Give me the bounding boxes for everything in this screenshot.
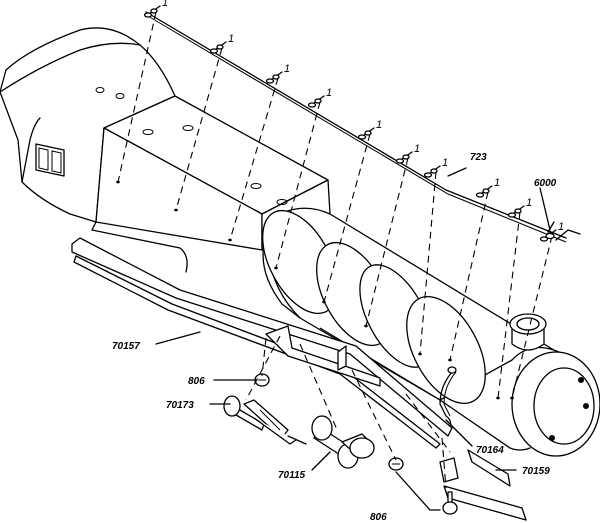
assembly-line	[323, 133, 371, 303]
callout-723: 723	[470, 152, 487, 163]
callout-70157: 70157	[112, 341, 140, 352]
leader-lines	[155, 167, 551, 511]
running-board-70157	[71, 237, 453, 449]
smokestack-icon	[509, 313, 547, 351]
callout-70164: 70164	[476, 445, 504, 456]
mounting-hole-icon	[174, 208, 178, 212]
stanchion-quantity-label: 1	[526, 197, 532, 209]
callout-806-lower: 806	[370, 512, 387, 523]
mounting-hole-icon	[448, 358, 452, 362]
assembly-line	[245, 335, 281, 401]
assembly-line	[405, 393, 451, 453]
callout-6000: 6000	[534, 178, 557, 189]
screw-806-middle-icon	[388, 457, 404, 471]
smoke-unit-70115	[311, 415, 375, 469]
stanchion-icon	[209, 41, 227, 54]
mounting-hole-icon	[418, 352, 422, 356]
mounting-hole-icon	[496, 396, 500, 400]
stanchion-quantity-label: 1	[326, 87, 332, 99]
boiler	[262, 207, 591, 451]
callout-70159: 70159	[522, 466, 550, 477]
assembly-line	[175, 47, 223, 211]
stanchion-quantity-label: 1	[414, 143, 420, 155]
assembly-line	[299, 343, 339, 433]
mounting-hole-icon	[274, 266, 278, 270]
mounting-hole-icon	[510, 396, 514, 400]
stanchion-icon	[507, 205, 525, 218]
stanchion-quantity-label: 1	[558, 221, 564, 233]
callout-70115: 70115	[278, 470, 306, 481]
assembly-line	[449, 191, 489, 361]
stanchion-quantity-label: 1	[284, 63, 290, 75]
stanchion-6000-icon	[545, 221, 555, 240]
smokebox-front	[511, 351, 600, 457]
assembly-line	[441, 437, 447, 489]
boiler-band	[406, 295, 486, 405]
stanchion-icon	[395, 151, 413, 164]
assembly-line	[117, 11, 157, 183]
assembly-line	[229, 77, 279, 241]
stanchion-icon	[265, 71, 283, 84]
stanchion-quantity-label: 1	[228, 33, 234, 45]
assembly-line	[261, 337, 267, 377]
assembly-line	[351, 369, 397, 461]
frame-bracket	[265, 325, 381, 387]
stanchion-icon	[423, 165, 441, 178]
stanchion-quantity-label: 1	[376, 119, 382, 131]
assembly-line	[511, 235, 553, 399]
stanchion-quantity-label: 1	[162, 0, 168, 9]
stanchion-icon	[475, 185, 493, 198]
stanchion-icon	[357, 127, 375, 140]
assembly-lines	[116, 11, 553, 489]
assembly-line	[419, 171, 437, 355]
callout-806-upper: 806	[188, 376, 205, 387]
stanchion-icon	[307, 95, 325, 108]
assembly-line	[497, 211, 521, 399]
mount-bracket-70164	[439, 366, 457, 427]
locomotive-cab	[0, 27, 176, 223]
boiler-bands	[262, 209, 486, 405]
mounting-hole-icon	[364, 324, 368, 328]
motor-assembly-70173	[223, 395, 307, 445]
mounting-hole-icon	[228, 238, 232, 242]
cab-window-icon	[35, 143, 65, 177]
callout-70173: 70173	[166, 400, 194, 411]
mounting-hole-icon	[322, 300, 326, 304]
screw-806-lower-icon	[442, 491, 458, 515]
handrail-wire-723	[145, 11, 581, 243]
mounting-hole-icon	[116, 180, 120, 184]
stanchion-quantity-label: 1	[442, 157, 448, 169]
stanchion-quantity-label: 1	[494, 177, 500, 189]
assembly-line	[365, 157, 409, 327]
assembly-line	[275, 101, 321, 269]
